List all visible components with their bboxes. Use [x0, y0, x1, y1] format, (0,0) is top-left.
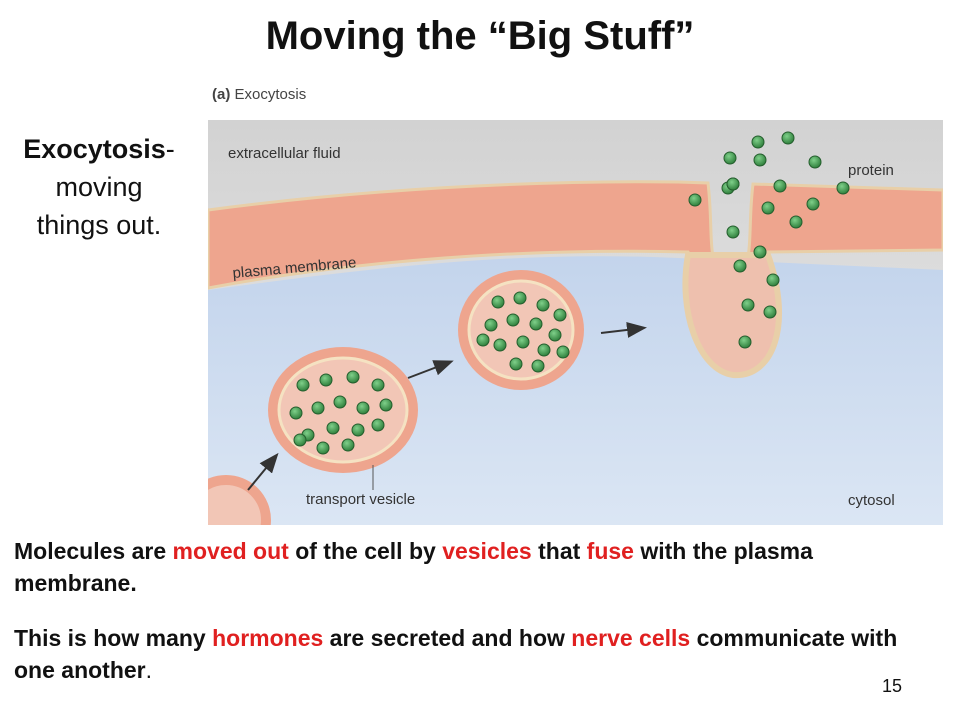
para1-red-vesicles: vesicles [442, 538, 532, 564]
label-transport-vesicle: transport vesicle [306, 491, 415, 508]
transport-vesicle-partial [208, 475, 271, 525]
side-term-line3: things out. [36, 210, 162, 240]
side-term-dash: - [165, 134, 175, 164]
arrow-to-fusion [600, 321, 647, 338]
figure-caption: (a) Exocytosis [212, 86, 306, 103]
paragraph-1: Molecules are moved out of the cell by v… [14, 535, 914, 599]
para1-red-moved-out: moved out [172, 538, 289, 564]
para1-text-3: that [531, 538, 587, 564]
para2-text-3: communicate with one another [14, 625, 898, 683]
proteins-released [688, 131, 850, 349]
proteins-vesicle-2 [476, 291, 570, 373]
page-number: 15 [882, 676, 903, 696]
side-term-line2: moving [55, 172, 143, 202]
label-extracellular-fluid: extracellular fluid [228, 145, 341, 162]
para2-red-hormones: hormones [212, 625, 324, 651]
figure-caption-letter: (a) [212, 86, 231, 103]
para1-text-1: Molecules are [14, 538, 173, 564]
para1-text-2: of the cell by [288, 538, 443, 564]
arrow-middle [407, 360, 454, 379]
figure-caption-text: Exocytosis [234, 86, 307, 103]
slide-title: Moving the “Big Stuff” [265, 14, 695, 58]
side-term-word: Exocytosis [23, 134, 166, 164]
para1-red-fuse: fuse [586, 538, 634, 564]
paragraph-2: This is how many hormones are secreted a… [14, 622, 914, 686]
proteins-vesicle-1 [289, 370, 393, 455]
para2-red-nerve-cells: nerve cells [571, 625, 691, 651]
arrow-up-left [247, 452, 279, 491]
transport-vesicle-2 [458, 270, 584, 390]
para2-period: . [145, 657, 153, 683]
fusing-vesicle [682, 252, 782, 379]
exocytosis-diagram: extracellular fluid plasma membrane prot… [208, 120, 943, 525]
label-protein: protein [848, 162, 894, 179]
side-term-block: Exocytosis- moving things out. [14, 130, 184, 244]
para2-text-2: are secreted and how [323, 625, 572, 651]
para1-text-4: with the plasma membrane. [14, 538, 813, 596]
label-cytosol: cytosol [848, 492, 895, 509]
para2-text-1: This is how many [14, 625, 213, 651]
